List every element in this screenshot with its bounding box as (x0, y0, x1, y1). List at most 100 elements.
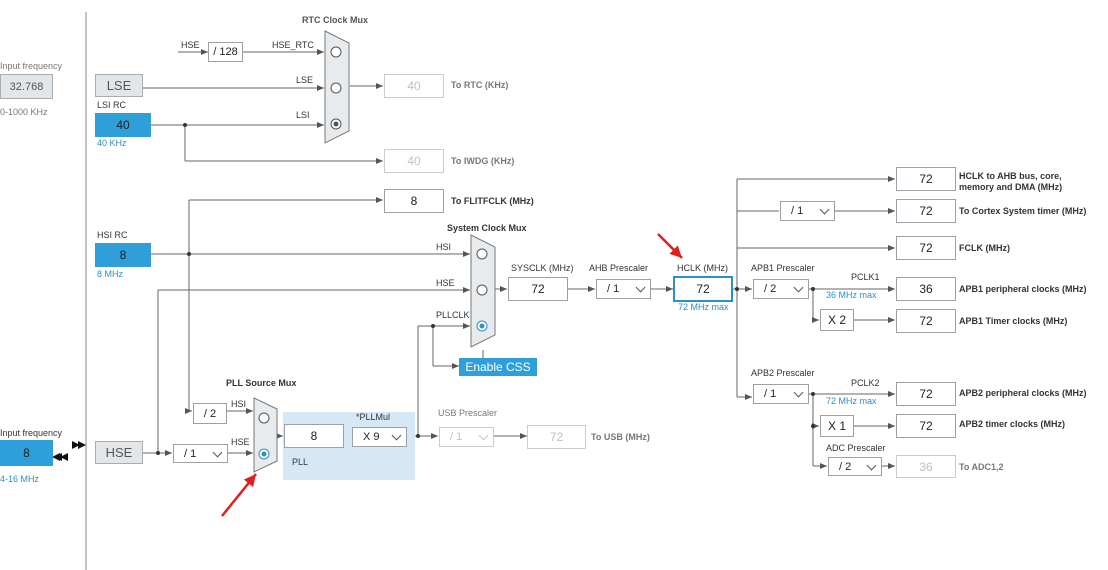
ahb-output-value: 72 (896, 167, 956, 191)
cortex-timer-value: 72 (896, 199, 956, 223)
hsi-rc-title: HSI RC (97, 230, 128, 240)
sysmux-hsi-label: HSI (436, 242, 452, 252)
chevron-down-icon (866, 460, 877, 470)
hsi-rc-value: 8 (95, 243, 151, 267)
sysmux-pllclk-label: PLLCLK (436, 310, 470, 320)
enable-css-button[interactable]: Enable CSS (459, 358, 537, 376)
flitfclk-output-label: To FLITFCLK (MHz) (451, 196, 534, 206)
apb1-prescaler-label: APB1 Prescaler (751, 263, 815, 273)
adc-output-label: To ADC1,2 (959, 462, 1004, 472)
pll-mux-hse-label: HSE (231, 437, 250, 447)
hsi-freq-label: 8 MHz (97, 269, 124, 279)
pclk1-label: PCLK1 (851, 272, 880, 282)
apb2-prescaler-value: / 1 (764, 388, 777, 400)
chevron-down-icon (793, 387, 804, 398)
pll-label: PLL (292, 457, 309, 467)
lsi-rc-title: LSI RC (97, 100, 127, 110)
pll-mul-select[interactable]: X 9 (352, 427, 407, 447)
iwdg-output-value: 40 (384, 149, 444, 173)
apb2-prescaler-select[interactable]: / 1 (753, 384, 809, 404)
apb2-peripheral-value: 72 (896, 382, 956, 406)
usb-prescaler-value: / 1 (450, 431, 463, 443)
cortex-timer-divider-value: / 1 (791, 205, 804, 217)
pll-mux-hsi-label: HSI (231, 399, 247, 409)
apb2-max-label: 72 MHz max (826, 396, 877, 406)
rtc-lse-in-label: LSE (296, 75, 314, 85)
system-clock-mux[interactable] (470, 234, 496, 348)
pll-source-mux-title: PLL Source Mux (226, 378, 297, 388)
apb1-timer-label: APB1 Timer clocks (MHz) (959, 316, 1068, 326)
chevron-down-icon (819, 204, 830, 215)
lsi-freq-label: 40 KHz (97, 138, 127, 148)
apb2-timer-label: APB2 timer clocks (MHz) (959, 419, 1066, 429)
hse-block[interactable]: HSE (95, 441, 143, 464)
rtc-output-value: 40 (384, 74, 444, 98)
apb1-peripheral-label: APB1 peripheral clocks (MHz) (959, 284, 1087, 294)
hse-input-frequency-field[interactable]: 8 (0, 440, 53, 466)
sysclk-value: 72 (508, 277, 568, 301)
hse-rtc-label: HSE_RTC (272, 40, 314, 50)
chevron-down-icon (391, 430, 402, 441)
hse-range-label: 4-16 MHz (0, 474, 40, 484)
chevron-down-icon (635, 282, 646, 293)
apb2-peripheral-label: APB2 peripheral clocks (MHz) (959, 388, 1087, 398)
pclk2-label: PCLK2 (851, 378, 880, 388)
adc-prescaler-value: / 2 (839, 460, 852, 473)
sysmux-hse-label: HSE (436, 278, 455, 288)
apb1-prescaler-select[interactable]: / 2 (753, 279, 809, 299)
pll-mul-label: *PLLMul (356, 412, 391, 422)
apb2-timer-multiplier: X 1 (820, 415, 854, 437)
lse-block[interactable]: LSE (95, 74, 143, 97)
cortex-timer-label: To Cortex System timer (MHz) (959, 206, 1087, 216)
usb-prescaler-select[interactable]: / 1 (439, 427, 494, 447)
apb1-timer-multiplier: X 2 (820, 309, 854, 331)
sysclk-label: SYSCLK (MHz) (511, 263, 574, 273)
pll-source-mux[interactable] (253, 397, 278, 473)
apb1-max-label: 36 MHz max (826, 290, 877, 300)
hse-div128-block: / 128 (208, 42, 243, 62)
annotation-arrow-pll-hse (221, 473, 257, 517)
cortex-timer-divider-select[interactable]: / 1 (780, 201, 835, 221)
apb1-timer-value: 72 (896, 309, 956, 333)
ahb-prescaler-value: / 1 (607, 283, 620, 295)
hsi-div2-block: / 2 (193, 403, 227, 424)
apb2-prescaler-label: APB2 Prescaler (751, 368, 815, 378)
ahb-output-label-line1: HCLK to AHB bus, core, (959, 171, 1062, 181)
hclk-max-label: 72 MHz max (678, 302, 729, 312)
rtc-lsi-in-label: LSI (296, 110, 310, 120)
chevron-down-icon (478, 430, 489, 441)
adc-output-value: 36 (896, 455, 956, 478)
chevron-down-icon (793, 282, 804, 293)
adc-prescaler-label: ADC Prescaler (826, 443, 886, 453)
fclk-label: FCLK (MHz) (959, 243, 1010, 253)
rtc-mux-title: RTC Clock Mux (302, 15, 369, 25)
hclk-input-field[interactable]: 72 (673, 276, 733, 302)
rtc-output-label: To RTC (KHz) (451, 80, 509, 90)
ahb-output-label-line2: memory and DMA (MHz) (959, 182, 1063, 192)
pll-mul-value: X 9 (363, 431, 380, 443)
rtc-clock-mux[interactable] (324, 30, 350, 144)
chevron-down-icon (212, 447, 223, 457)
annotation-arrow-hclk (657, 233, 683, 259)
iwdg-output-label: To IWDG (KHz) (451, 156, 515, 166)
hse-input-frequency-label: Input frequency (0, 428, 63, 438)
hse-pll-divider-select[interactable]: / 1 (173, 444, 228, 463)
rtc-hse-in-label: HSE (181, 40, 200, 50)
system-clock-mux-title: System Clock Mux (447, 223, 527, 233)
lse-input-frequency-label: Input frequency (0, 61, 63, 71)
ahb-prescaler-select[interactable]: / 1 (596, 279, 651, 299)
apb2-timer-value: 72 (896, 414, 956, 438)
usb-output-value: 72 (527, 425, 586, 449)
apb1-peripheral-value: 36 (896, 277, 956, 301)
apb1-prescaler-value: / 2 (764, 283, 777, 295)
flitfclk-output-value: 8 (384, 189, 444, 213)
ahb-prescaler-label: AHB Prescaler (589, 263, 649, 273)
lse-input-frequency-field[interactable]: 32.768 (0, 74, 53, 99)
lsi-rc-value: 40 (95, 113, 151, 137)
fclk-value: 72 (896, 236, 956, 260)
usb-prescaler-label: USB Prescaler (438, 408, 498, 418)
adc-prescaler-select[interactable]: / 2 (828, 457, 882, 476)
lse-range-label: 0-1000 KHz (0, 107, 48, 117)
hclk-label: HCLK (MHz) (677, 263, 728, 273)
